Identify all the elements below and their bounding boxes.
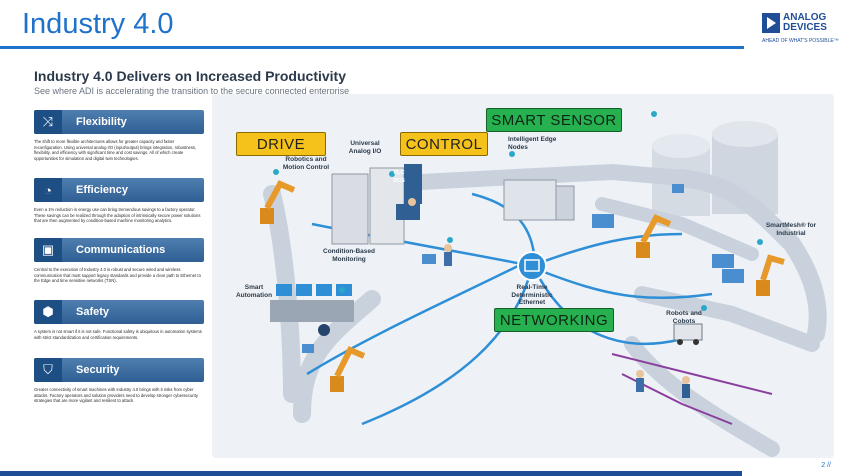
feature-bar: ◔ Efficiency (34, 178, 204, 202)
robot-arms (260, 180, 785, 392)
feature-label: Security (76, 364, 120, 376)
smart-sensor-callout: SMART SENSOR (486, 108, 622, 132)
feature-description: Greater connectivity of smart machines w… (34, 387, 198, 404)
logo-tagline: AHEAD OF WHAT'S POSSIBLE™ (762, 38, 839, 44)
page-subheading: See where ADI is accelerating the transi… (34, 86, 350, 96)
feature-communications: ▣ Communications Central to the executio… (34, 238, 204, 284)
control-callout: CONTROL (400, 132, 488, 156)
shield-icon: ⛉ (34, 358, 62, 382)
feature-bar: ⬢ Safety (34, 300, 204, 324)
networking-callout: NETWORKING (494, 308, 614, 332)
shuffle-icon: ⤨ (34, 110, 62, 134)
factory-illustration: DRIVE CONTROL SMART SENSOR NETWORKING Ro… (212, 94, 834, 458)
feature-efficiency: ◔ Efficiency Even a 1% reduction in ener… (34, 178, 204, 224)
automation-workstation (270, 284, 354, 336)
feature-label: Communications (76, 244, 166, 256)
edge-node-machine (503, 179, 575, 221)
feature-description: A system is not smart if it is not safe.… (34, 329, 202, 340)
feature-label: Flexibility (76, 116, 127, 128)
robotics-label: Robotics and Motion Control (282, 156, 330, 171)
footer-bar (0, 471, 742, 476)
feature-bar: ⤨ Flexibility (34, 110, 204, 134)
triangle-logo-icon (762, 13, 780, 33)
factory-scene-graphic (212, 94, 834, 458)
page-heading: Industry 4.0 Delivers on Increased Produ… (34, 68, 346, 84)
monitor-icon: ▣ (34, 238, 62, 262)
feature-label: Safety (76, 306, 110, 318)
feature-safety: ⬢ Safety A system is not smart if it is … (34, 300, 204, 340)
feature-bar: ⛉ Security (34, 358, 204, 382)
workers (408, 198, 690, 398)
drive-callout: DRIVE (236, 132, 326, 156)
logo-text: ANALOG DEVICES (783, 12, 827, 33)
ethernet-switch-hub (517, 251, 547, 281)
plc-label: PLC DCS (393, 170, 405, 184)
edge-nodes-label: Intelligent Edge Nodes (508, 136, 557, 151)
smart-automation-label: Smart Automation (235, 284, 273, 299)
condition-monitoring-label: Condition-Based Monitoring (323, 248, 375, 263)
page-number: 2 // (821, 462, 831, 469)
mobile-cobot (673, 323, 703, 345)
wireless-icons (273, 111, 763, 311)
feature-bar: ▣ Communications (34, 238, 204, 262)
gauge-icon: ◔ (34, 178, 62, 202)
safety-badge-icon: ⬢ (34, 300, 62, 324)
smartmesh-label: SmartMesh® for Industrial (765, 222, 817, 237)
title-rule (0, 46, 744, 49)
feature-description: The shift to more flexible architectures… (34, 139, 197, 161)
feature-label: Efficiency (76, 184, 128, 196)
conveyor-belts (263, 163, 827, 457)
feature-description: Central to the execution of Industry 4.0… (34, 267, 201, 284)
analog-devices-logo: ANALOG DEVICES AHEAD OF WHAT'S POSSIBLE™ (762, 13, 848, 49)
feature-security: ⛉ Security Greater connectivity of smart… (34, 358, 204, 404)
feature-description: Even a 1% reduction in energy use can br… (34, 207, 201, 224)
cobots-label: Robots and Cobots (666, 310, 702, 325)
product-crates (302, 184, 744, 353)
ethernet-label: Real-Time Deterministic Ethernet (511, 284, 553, 306)
universal-io-label: Universal Analog I/O (348, 140, 382, 155)
slide-title: Industry 4.0 (22, 8, 174, 40)
feature-flexibility: ⤨ Flexibility The shift to more flexible… (34, 110, 204, 161)
